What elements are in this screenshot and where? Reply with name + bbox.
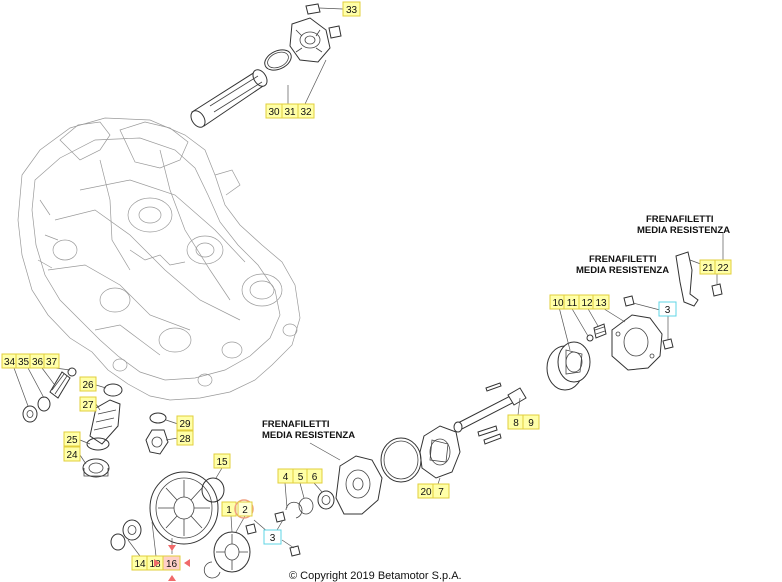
callout-21[interactable]: 21 bbox=[699, 259, 717, 275]
svg-text:28: 28 bbox=[179, 434, 191, 445]
svg-text:15: 15 bbox=[216, 457, 228, 468]
callout-8[interactable]: 8 bbox=[507, 414, 525, 430]
svg-text:25: 25 bbox=[66, 435, 78, 446]
callout-24[interactable]: 24 bbox=[63, 446, 81, 462]
svg-text:33: 33 bbox=[346, 5, 358, 16]
svg-text:20: 20 bbox=[420, 487, 432, 498]
svg-text:12: 12 bbox=[581, 298, 593, 309]
caption-threadlock-mid-2: MEDIA RESISTENZA bbox=[576, 265, 669, 276]
pump-body-group bbox=[203, 425, 461, 579]
callout-16[interactable]: 16 bbox=[162, 555, 181, 571]
callout-36[interactable]: 36 bbox=[29, 353, 46, 369]
callout-13[interactable]: 13 bbox=[592, 294, 610, 310]
svg-text:16: 16 bbox=[166, 559, 178, 570]
svg-text:2: 2 bbox=[242, 505, 248, 516]
caption-threadlock-mid-1: FRENAFILETTI bbox=[589, 254, 657, 265]
callout-9[interactable]: 9 bbox=[522, 414, 540, 430]
svg-text:5: 5 bbox=[298, 472, 304, 483]
svg-text:21: 21 bbox=[702, 263, 714, 274]
crankcase-outline bbox=[17, 117, 301, 401]
caption-threadlock-top-2: MEDIA RESISTENZA bbox=[637, 225, 730, 236]
svg-text:30: 30 bbox=[268, 107, 280, 118]
callout-6[interactable]: 6 bbox=[306, 468, 323, 484]
caption-threadlock-center-2: MEDIA RESISTENZA bbox=[262, 430, 355, 441]
gear-group bbox=[110, 467, 251, 573]
callout-30[interactable]: 30 bbox=[265, 103, 283, 119]
callout-28[interactable]: 28 bbox=[176, 430, 194, 446]
pump-shaft-group bbox=[453, 382, 527, 445]
oil-filter-group bbox=[190, 3, 344, 128]
svg-text:32: 32 bbox=[300, 107, 312, 118]
callout-11[interactable]: 11 bbox=[563, 294, 581, 310]
svg-text:26: 26 bbox=[82, 380, 94, 391]
svg-text:9: 9 bbox=[528, 418, 534, 429]
svg-text:22: 22 bbox=[717, 263, 729, 274]
callout-3-right[interactable]: 3 bbox=[658, 301, 677, 317]
callout-1[interactable]: 1 bbox=[221, 501, 237, 517]
svg-text:4: 4 bbox=[283, 472, 289, 483]
svg-text:1: 1 bbox=[226, 505, 232, 516]
callout-26[interactable]: 26 bbox=[79, 376, 97, 392]
svg-text:3: 3 bbox=[270, 533, 276, 544]
svg-text:8: 8 bbox=[513, 418, 519, 429]
svg-text:14: 14 bbox=[134, 559, 146, 570]
callout-27[interactable]: 27 bbox=[79, 396, 97, 412]
svg-text:13: 13 bbox=[595, 298, 607, 309]
caption-threadlock-center-1: FRENAFILETTI bbox=[262, 419, 330, 430]
svg-text:10: 10 bbox=[552, 298, 564, 309]
left-parts-group bbox=[13, 367, 179, 478]
callout-15[interactable]: 15 bbox=[213, 453, 231, 469]
svg-text:37: 37 bbox=[46, 357, 58, 368]
oil-pump-cover-group bbox=[546, 232, 724, 391]
callout-31[interactable]: 31 bbox=[281, 103, 299, 119]
svg-text:27: 27 bbox=[82, 400, 94, 411]
callout-25[interactable]: 25 bbox=[63, 431, 81, 447]
callout-32[interactable]: 32 bbox=[297, 103, 315, 119]
highlight-ring-2 bbox=[234, 499, 254, 519]
svg-text:29: 29 bbox=[179, 419, 191, 430]
svg-text:6: 6 bbox=[312, 472, 318, 483]
svg-text:11: 11 bbox=[567, 298, 578, 309]
callout-29[interactable]: 29 bbox=[176, 415, 194, 431]
callout-33[interactable]: 33 bbox=[342, 1, 361, 17]
callout-20[interactable]: 20 bbox=[417, 483, 435, 499]
svg-text:35: 35 bbox=[18, 357, 30, 368]
caption-threadlock-top-1: FRENAFILETTI bbox=[646, 214, 714, 225]
callout-4[interactable]: 4 bbox=[277, 468, 294, 484]
callout-2[interactable]: 2 bbox=[237, 501, 253, 517]
svg-text:3: 3 bbox=[665, 305, 671, 316]
callout-22[interactable]: 22 bbox=[714, 259, 732, 275]
copyright-text: © Copyright 2019 Betamotor S.p.A. bbox=[289, 570, 462, 582]
callout-5[interactable]: 5 bbox=[292, 468, 309, 484]
callout-37[interactable]: 37 bbox=[43, 353, 60, 369]
svg-text:31: 31 bbox=[284, 107, 296, 118]
callout-14[interactable]: 14 bbox=[131, 555, 149, 571]
svg-text:34: 34 bbox=[4, 357, 16, 368]
callout-7[interactable]: 7 bbox=[432, 483, 450, 499]
svg-text:24: 24 bbox=[66, 450, 78, 461]
callout-34[interactable]: 34 bbox=[1, 353, 18, 369]
svg-text:36: 36 bbox=[32, 357, 44, 368]
svg-text:7: 7 bbox=[438, 487, 444, 498]
callout-35[interactable]: 35 bbox=[15, 353, 32, 369]
callout-3-center[interactable]: 3 bbox=[263, 529, 282, 545]
